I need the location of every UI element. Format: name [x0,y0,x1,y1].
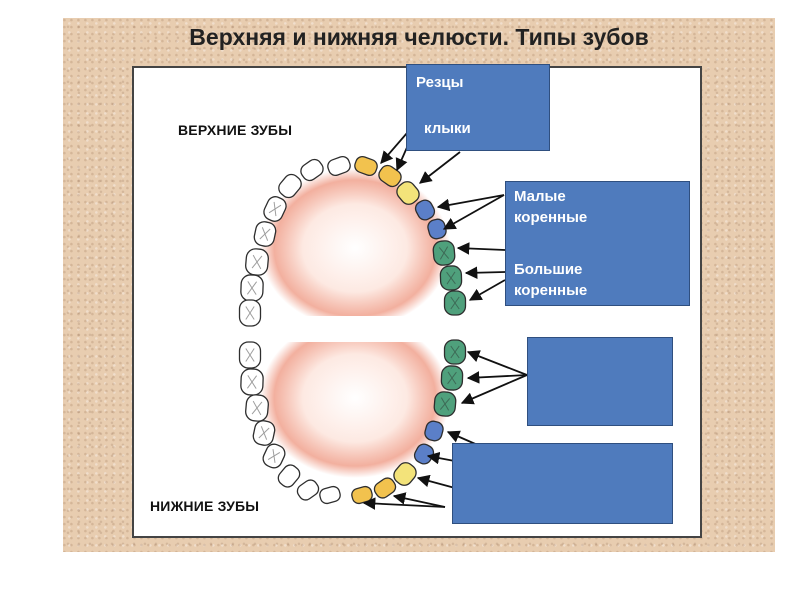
lower-jaw-floor [260,318,450,478]
lower-right-tooth-8 [351,485,373,505]
page-title: Верхняя и нижняя челюсти. Типы зубов [189,24,649,50]
arrow-premolar-1 [436,194,505,212]
arrow-lower-incisor-2 [362,497,446,510]
molars-label-line1: Большие [514,261,583,278]
upper-right-tooth-8 [443,290,467,316]
upper-left-tooth-2 [300,158,324,182]
lower-left-tooth-1 [238,341,262,369]
arrow-lower-canine [416,474,456,489]
upper-right-tooth-1 [354,155,378,177]
upper-left-tooth-7 [240,274,264,302]
lower-molars-box [527,337,673,426]
lower-left-tooth-5 [262,443,286,469]
upper-left-tooth-3 [278,173,302,199]
arrows [362,117,528,510]
lower-right-tooth-4 [424,420,444,442]
upper-teeth-label: ВЕРХНИЕ ЗУБЫ [178,122,293,138]
arrow-lower-molar-1 [466,350,528,376]
arrow-molar-3 [468,279,506,301]
lower-right-tooth-7 [373,477,397,499]
arrow-molar-1 [456,242,506,255]
upper-right-tooth-6 [432,240,456,266]
incisors-label: Резцы [416,74,464,91]
upper-right-tooth-7 [439,265,463,291]
lower-teeth [238,339,467,505]
molars-box: Малые коренные Большие коренные [505,181,690,306]
arrow-lower-incisor-1 [392,492,446,508]
upper-left-tooth-1 [327,155,351,177]
upper-palate [260,168,450,328]
upper-left-tooth-8 [238,299,262,327]
canines-label: клыки [424,120,471,137]
lower-left-tooth-8 [319,485,341,505]
premolars-label-line1: Малые [514,188,566,205]
upper-left-tooth-5 [253,221,277,247]
lower-left-tooth-6 [277,464,301,488]
jaw-gap [255,316,455,342]
lower-teeth-label: НИЖНИЕ ЗУБЫ [150,498,260,514]
arrow-molar-2 [464,266,506,280]
lower-left-tooth-4 [252,420,276,446]
upper-right-tooth-4 [414,199,436,221]
lower-right-tooth-3 [433,391,457,417]
upper-teeth [238,155,467,327]
lower-right-tooth-1 [443,339,467,365]
lower-front-teeth-box [452,443,673,524]
lower-right-tooth-2 [440,365,464,391]
upper-left-tooth-6 [245,248,269,276]
arrow-canine [419,151,461,184]
upper-left-tooth-4 [263,196,287,222]
arrow-lower-molar-2 [466,371,528,384]
arrow-lower-molar-3 [460,374,528,405]
upper-right-tooth-2 [378,164,402,188]
upper-right-tooth-3 [396,181,420,205]
lower-right-tooth-6 [393,462,417,486]
lower-left-tooth-3 [245,394,269,422]
arrow-premolar-2 [442,194,505,230]
premolars-label-line2: коренные [514,209,588,226]
lower-left-tooth-7 [296,479,320,501]
molars-label-line2: коренные [514,282,588,299]
lower-left-tooth-2 [240,368,264,396]
incisors-canines-box: Резцы клыки [406,64,550,151]
